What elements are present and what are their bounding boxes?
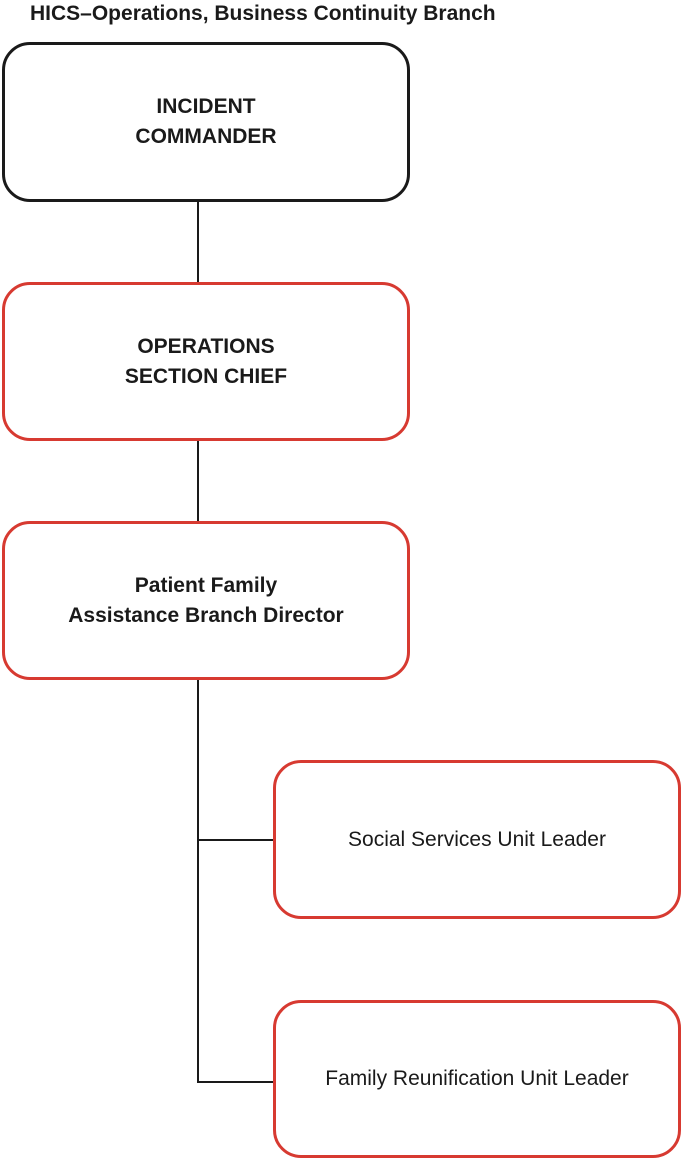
operations-section-chief-label: OPERATIONS SECTION CHIEF (124, 334, 288, 388)
patient-family-assistance-label: Patient Family Assistance Branch Directo… (68, 573, 344, 627)
connector-operations-to-branch (197, 441, 199, 521)
operations-section-chief-box: OPERATIONS SECTION CHIEF (2, 282, 410, 441)
chart-title: HICS–Operations, Business Continuity Bra… (30, 2, 496, 25)
social-services-box: Social Services Unit Leader (273, 760, 681, 919)
connector-branch-trunk (197, 680, 199, 1083)
connector-commander-to-operations (197, 202, 199, 282)
family-reunification-label: Family Reunification Unit Leader (325, 1067, 629, 1090)
patient-family-assistance-box: Patient Family Assistance Branch Directo… (2, 521, 410, 680)
connector-to-social-services (197, 839, 275, 841)
social-services-label: Social Services Unit Leader (348, 827, 606, 851)
incident-commander-label: INCIDENT COMMANDER (135, 95, 277, 148)
incident-commander-box: INCIDENT COMMANDER (2, 42, 410, 202)
connector-to-family-reunification (197, 1081, 275, 1083)
family-reunification-box: Family Reunification Unit Leader (273, 1000, 681, 1158)
